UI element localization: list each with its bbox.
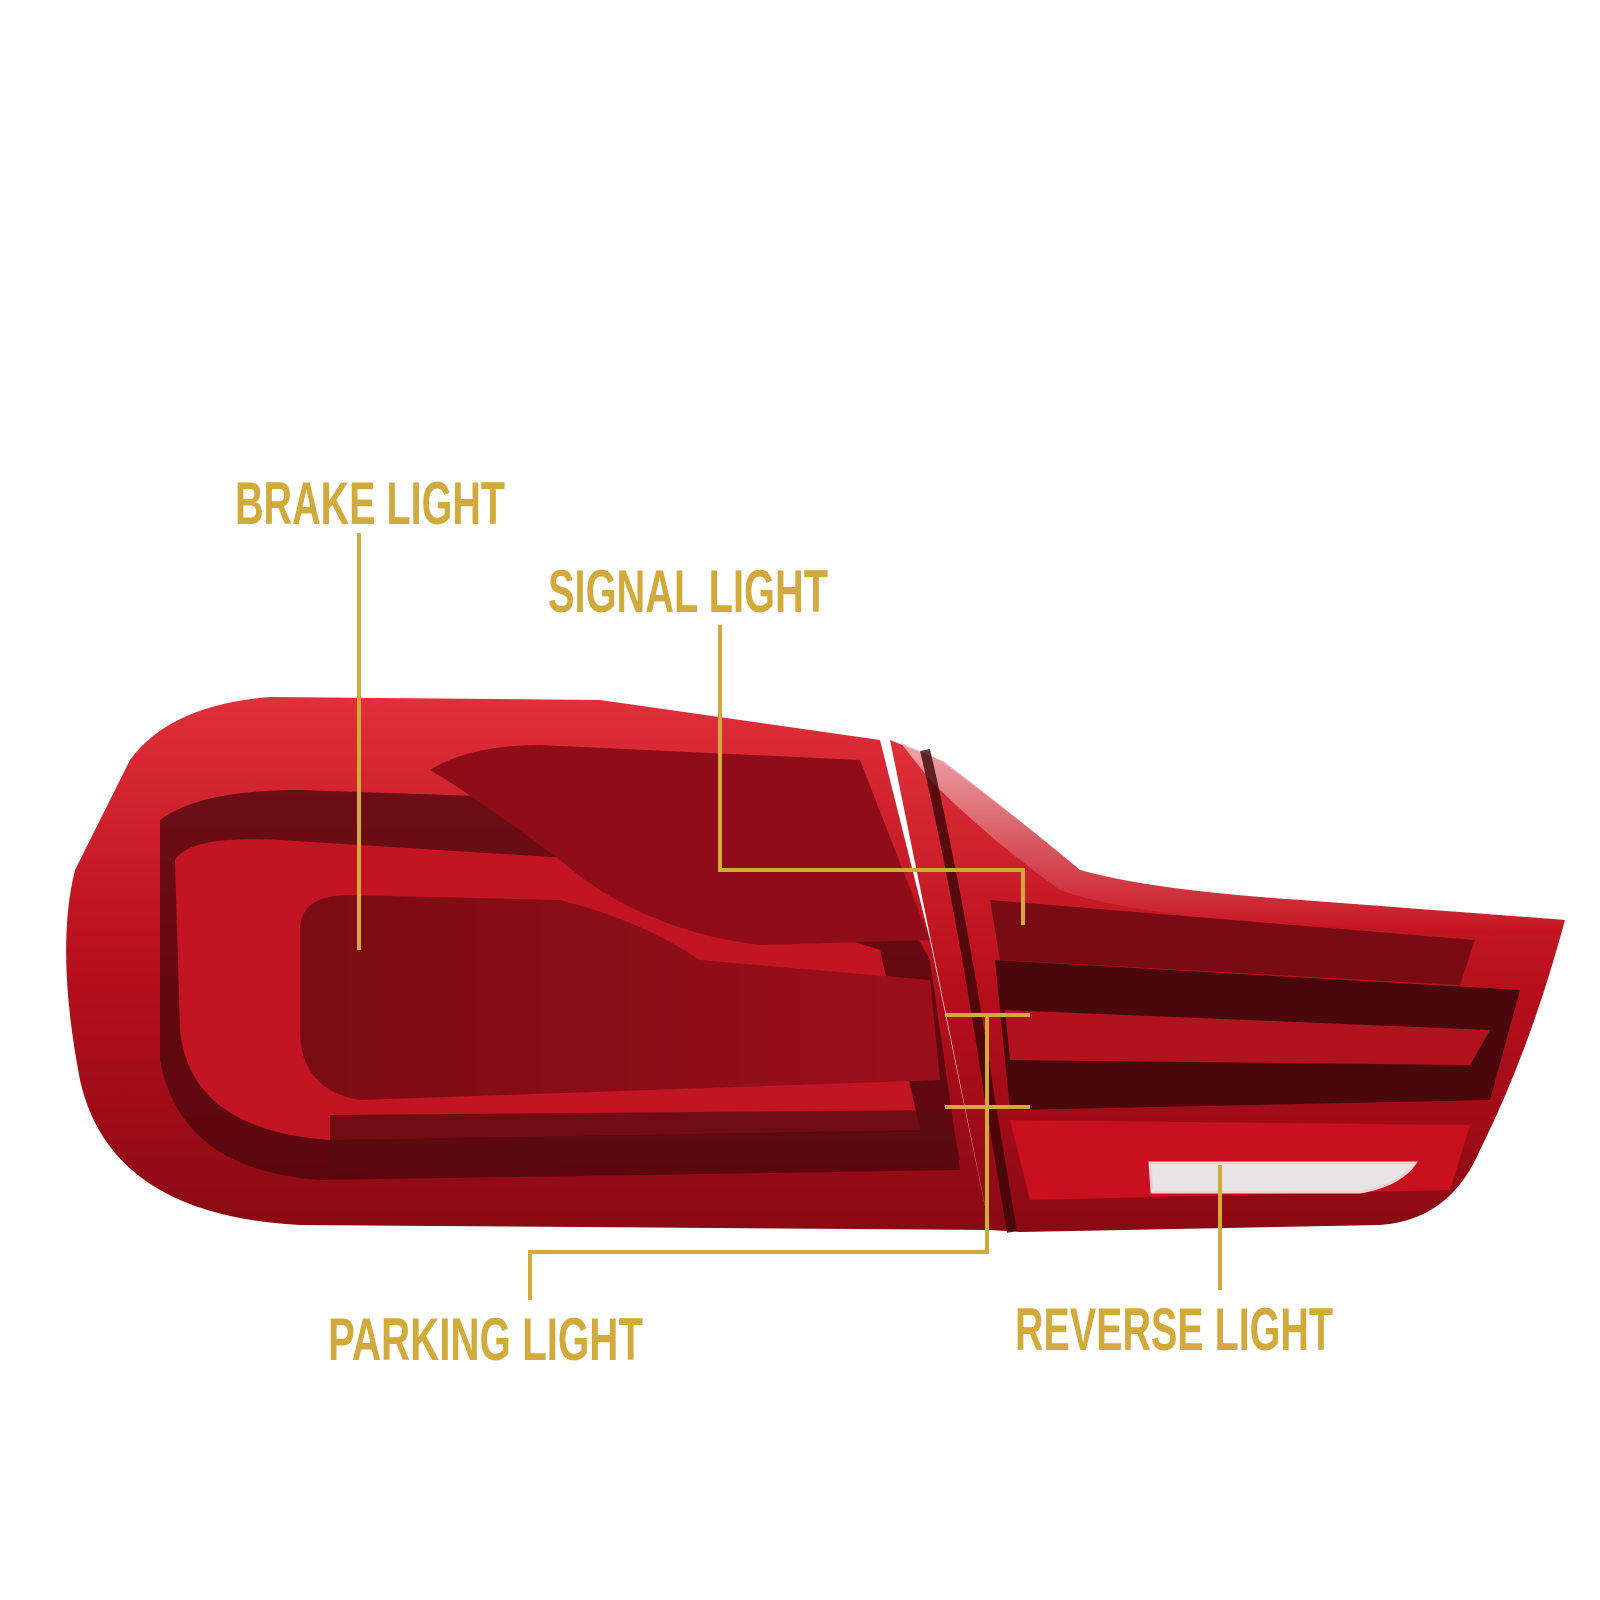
parking-light-label: PARKING LIGHT [328,1306,643,1373]
tail-light-right-section [890,740,1565,1233]
reverse-lens [1148,1161,1418,1194]
callout-lines [357,533,1222,1300]
parking-callout-line [528,1015,989,1300]
signal-light-label: SIGNAL LIGHT [548,558,828,625]
tail-light-left-section [66,697,991,1230]
brake-light-label: BRAKE LIGHT [235,470,505,537]
reverse-light-label: REVERSE LIGHT [1015,1296,1333,1363]
signal-callout-line [718,625,1025,925]
